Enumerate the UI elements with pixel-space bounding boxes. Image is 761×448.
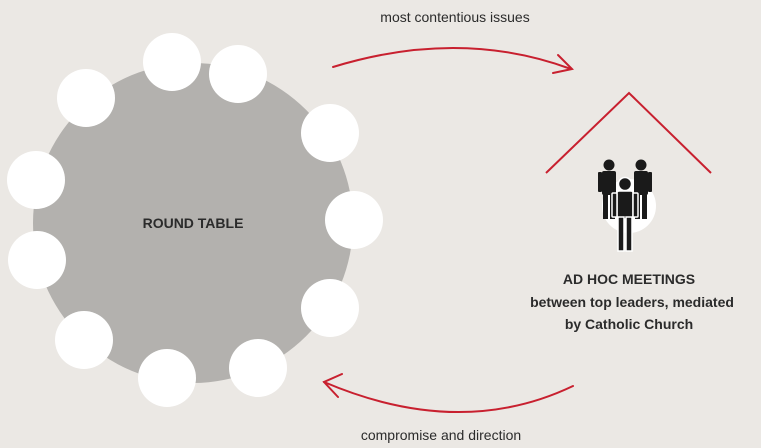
adhoc-title: AD HOC MEETINGS xyxy=(562,271,696,287)
seat xyxy=(7,151,65,209)
seat xyxy=(325,191,383,249)
seat xyxy=(8,231,66,289)
adhoc-line-3: by Catholic Church xyxy=(564,316,694,332)
seat xyxy=(209,45,267,103)
seat xyxy=(55,311,113,369)
seats xyxy=(7,33,383,407)
seat xyxy=(143,33,201,91)
seat xyxy=(57,69,115,127)
seat xyxy=(301,279,359,337)
bottom-arrow xyxy=(322,373,574,414)
round-table-label: ROUND TABLE xyxy=(142,215,244,231)
adhoc-line-2: between top leaders, mediated xyxy=(530,294,734,310)
seat xyxy=(229,339,287,397)
house-roof-icon xyxy=(545,91,712,174)
seat xyxy=(138,349,196,407)
top-arrow xyxy=(332,47,575,74)
bottom-arrow-label: compromise and direction xyxy=(360,427,522,443)
round-table xyxy=(33,63,353,383)
people-group-icon xyxy=(598,159,656,252)
seat xyxy=(301,104,359,162)
top-arrow-label: most contentious issues xyxy=(380,9,530,25)
